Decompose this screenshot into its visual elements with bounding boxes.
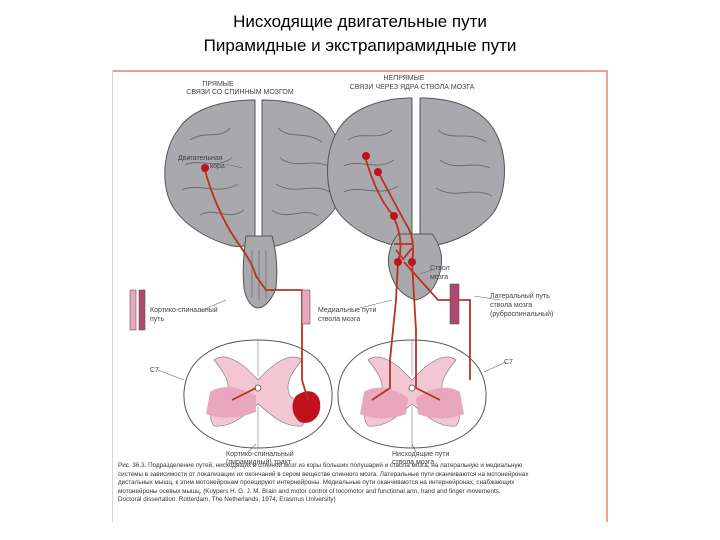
spinal-left-lateral-tract <box>292 391 321 423</box>
nucleus-motor-cortex-left <box>201 164 209 172</box>
label-corticospinal-1: Кортико-спинальный <box>150 306 218 314</box>
medial-bar <box>301 289 311 325</box>
label-lateral-3: (руброспинальный) <box>490 310 553 318</box>
label-indirect-1: НЕПРЯМЫЕ <box>383 75 424 82</box>
indirect-path-2 <box>377 171 414 263</box>
spinal-right-pink-area-left <box>360 387 408 419</box>
caption-line-4: мотонейроны осевых мышц. (Kuypers H. G. … <box>118 487 501 495</box>
left-brainstem <box>242 235 278 309</box>
label-lateral-2: ствола мозга <box>490 302 532 309</box>
label-lateral-1: Латеральный путь <box>490 292 550 300</box>
label-bottom-right-1: Нисходящие пути <box>392 451 450 458</box>
crossing-lines <box>394 243 413 261</box>
spinal-section-left <box>183 339 333 449</box>
label-medial-1: Медиальные пути <box>318 307 376 314</box>
label-c7-left: C7 <box>150 367 159 374</box>
medial-path-2 <box>411 261 441 401</box>
label-motor-cortex-2: кора <box>210 163 225 170</box>
caption-line-1: Рис. 36.3. Подразделение путей, нисходящ… <box>118 462 523 469</box>
label-c7-right: C7 <box>504 359 513 366</box>
label-medial-2: ствола мозга <box>318 316 360 323</box>
nucleus-brainstem-2 <box>394 258 402 266</box>
figure-frame-top <box>112 70 608 72</box>
spinal-right-pink-area-right <box>416 387 464 419</box>
left-brain <box>164 99 344 309</box>
nucleus-motor-cortex-right1 <box>362 152 370 160</box>
label-corticospinal-2: путь <box>150 316 164 323</box>
caption-line-5: Doctoral dissertation. Rotterdam, The Ne… <box>118 496 336 503</box>
nucleus-motor-cortex-right2 <box>374 168 382 176</box>
medial-path <box>371 261 399 401</box>
slide-title-line-1: Нисходящие двигательные пути <box>233 12 487 31</box>
corticospinal-path <box>204 169 309 401</box>
figure-caption: Рис. 36.3. Подразделение путей, нисходящ… <box>118 462 598 505</box>
nucleus-brainstem-1 <box>390 212 398 220</box>
label-bottom-left-2: (пирамидный) тракт <box>226 458 292 466</box>
corticospinal-bar-dark <box>138 289 146 331</box>
label-direct-2: СВЯЗИ СО СПИННЫМ МОЗГОМ <box>186 89 294 96</box>
label-bottom-right-2: ствола мозга <box>392 459 434 466</box>
right-brain-right-hemisphere <box>419 97 505 247</box>
label-brainstem-1: Ствол <box>430 265 450 272</box>
nucleus-brainstem-3 <box>408 258 416 266</box>
caption-line-3: дистальных мышц, к этим мотонейронам про… <box>118 479 515 486</box>
spinal-section-right <box>337 339 487 449</box>
label-motor-cortex-1: Двигательная <box>178 155 223 162</box>
lateral-bar <box>449 283 460 325</box>
label-bottom-left-1: Кортико-спинальный <box>226 450 294 458</box>
right-brain <box>327 97 505 301</box>
corticospinal-branch <box>231 387 257 401</box>
caption-line-2: системы в зависимости от локализации их … <box>118 470 529 478</box>
figure-frame-left <box>112 70 113 522</box>
figure-frame-right <box>606 70 608 522</box>
label-direct-1: ПРЯМЫЕ <box>202 81 234 88</box>
label-indirect-2: СВЯЗИ ЧЕРЕЗ ЯДРА СТВОЛА МОЗГА <box>350 84 475 91</box>
right-brainstem <box>387 233 443 301</box>
slide-title-line-2: Пирамидные и экстрапирамидные пути <box>203 36 517 55</box>
left-brain-left-hemisphere <box>164 99 256 247</box>
spinal-right-canal <box>408 384 416 392</box>
leader-lines <box>157 163 507 453</box>
label-brainstem-2: мозга <box>430 274 448 281</box>
corticospinal-bar-light <box>129 289 137 331</box>
